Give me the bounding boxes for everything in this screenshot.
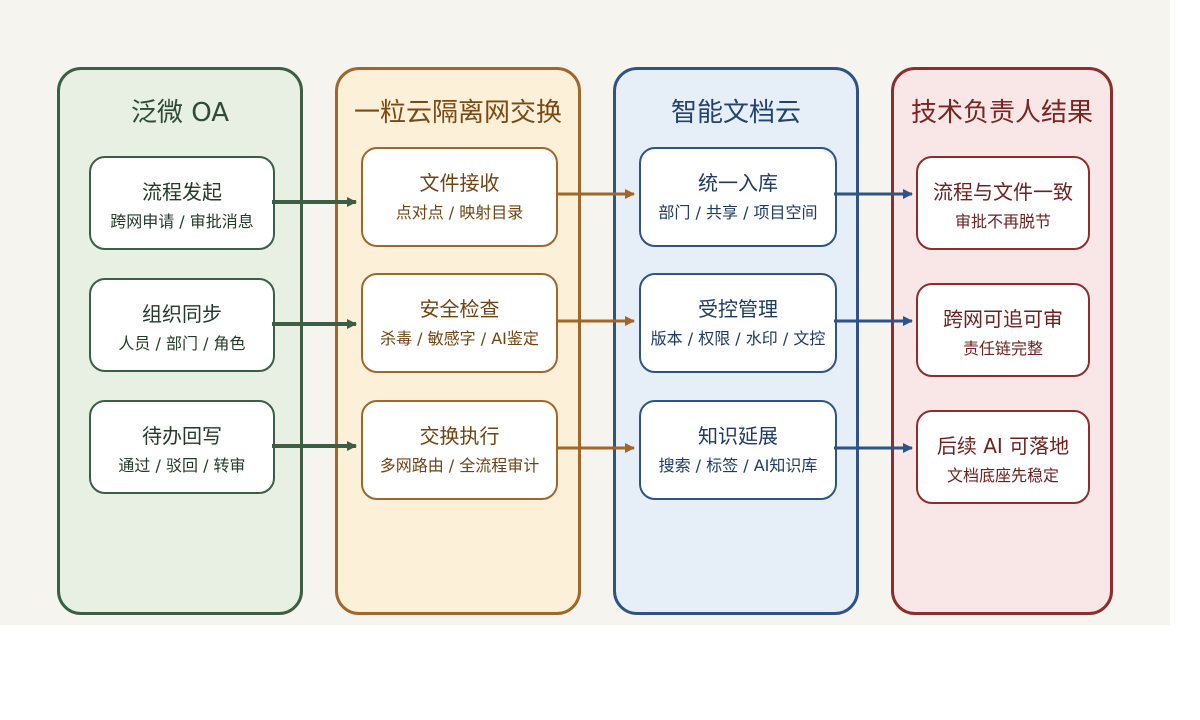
card-file-receive: 文件接收 点对点 / 映射目录 [361,147,558,247]
card-title: 组织同步 [142,302,222,326]
card-title: 交换执行 [419,424,500,448]
card-ai-ready: 后续 AI 可落地 文档底座先稳定 [916,410,1090,504]
card-org-sync: 组织同步 人员 / 部门 / 角色 [89,278,275,372]
diagram-canvas: 泛微 OA 流程发起 跨网申请 / 审批消息 组织同步 人员 / 部门 / 角色… [0,0,1170,625]
card-title: 统一入库 [698,171,778,195]
card-process-file-consistent: 流程与文件一致 审批不再脱节 [916,156,1090,250]
card-subtitle: 文档底座先稳定 [946,466,1059,485]
card-subtitle: 人员 / 部门 / 角色 [118,334,246,353]
card-subtitle: 搜索 / 标签 / AI知识库 [658,456,818,475]
card-title: 受控管理 [698,297,778,321]
card-controlled-management: 受控管理 版本 / 权限 / 水印 / 文控 [639,273,837,373]
column-title: 智能文档云 [670,98,801,128]
column-title: 技术负责人结果 [910,98,1093,128]
card-process-start: 流程发起 跨网申请 / 审批消息 [89,156,275,250]
card-subtitle: 版本 / 权限 / 水印 / 文控 [650,329,826,348]
column-exchange: 一粒云隔离网交换 文件接收 点对点 / 映射目录 安全检查 杀毒 / 敏感字 /… [335,67,581,615]
card-subtitle: 多网路由 / 全流程审计 [379,456,540,475]
card-title: 流程发起 [142,180,222,204]
card-title: 知识延展 [698,424,778,448]
card-title: 流程与文件一致 [933,180,1073,204]
card-cross-network-audit: 跨网可追可审 责任链完整 [916,283,1090,377]
card-subtitle: 通过 / 驳回 / 转审 [118,456,246,475]
card-title: 后续 AI 可落地 [936,434,1070,458]
column-results: 技术负责人结果 流程与文件一致 审批不再脱节 跨网可追可审 责任链完整 后续 A… [891,67,1113,615]
card-subtitle: 部门 / 共享 / 项目空间 [658,203,818,222]
card-subtitle: 杀毒 / 敏感字 / AI鉴定 [380,329,539,348]
card-knowledge-extension: 知识延展 搜索 / 标签 / AI知识库 [639,400,837,500]
card-subtitle: 责任链完整 [962,339,1043,358]
column-oa: 泛微 OA 流程发起 跨网申请 / 审批消息 组织同步 人员 / 部门 / 角色… [57,67,303,615]
card-title: 待办回写 [142,424,222,448]
column-title: 泛微 OA [130,98,230,128]
card-unified-storage: 统一入库 部门 / 共享 / 项目空间 [639,147,837,247]
column-doc-cloud: 智能文档云 统一入库 部门 / 共享 / 项目空间 受控管理 版本 / 权限 /… [613,67,859,615]
card-subtitle: 点对点 / 映射目录 [395,203,524,222]
card-subtitle: 跨网申请 / 审批消息 [110,212,254,231]
card-title: 文件接收 [419,171,500,195]
card-exchange-exec: 交换执行 多网路由 / 全流程审计 [361,400,558,500]
card-title: 安全检查 [419,297,500,321]
flow-arrows [272,189,913,453]
card-title: 跨网可追可审 [943,307,1063,331]
card-security-check: 安全检查 杀毒 / 敏感字 / AI鉴定 [361,273,558,373]
column-title: 一粒云隔离网交换 [353,98,562,128]
card-subtitle: 审批不再脱节 [954,212,1051,231]
